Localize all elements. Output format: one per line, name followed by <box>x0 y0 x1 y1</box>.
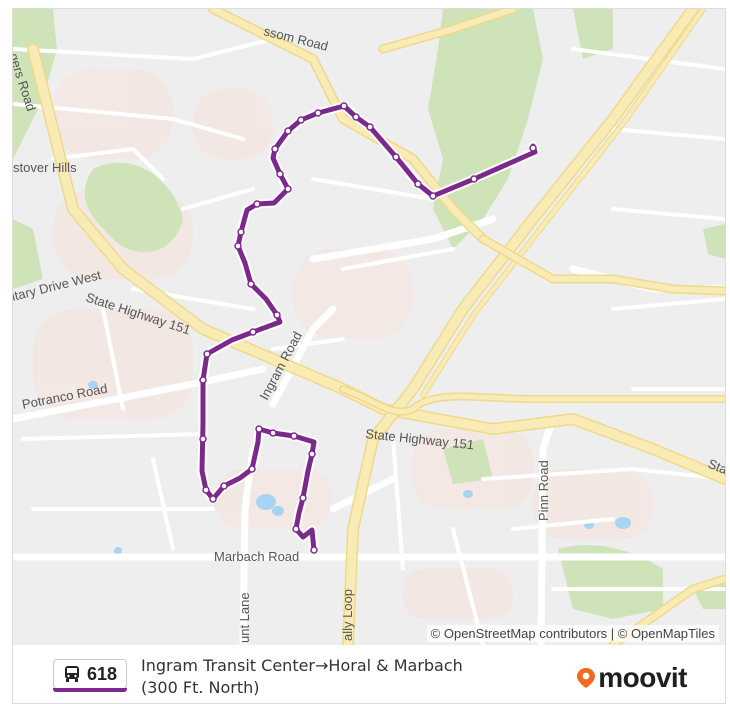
route-footer: 618 Ingram Transit Center→Horal & Marbac… <box>13 645 725 703</box>
residential-areas <box>33 69 653 619</box>
map-attribution[interactable]: © OpenStreetMap contributors | © OpenMap… <box>426 625 719 642</box>
route-stops[interactable] <box>199 102 537 554</box>
bus-icon <box>64 666 79 682</box>
route-618-path[interactable] <box>197 101 540 555</box>
label-westover-hills: stover Hills <box>13 160 77 175</box>
headsign-line-2: (300 Ft. North) <box>141 678 260 697</box>
map-widget: ssom Road gers Road stover Hills itary D… <box>12 8 726 704</box>
moovit-logo[interactable]: moovit <box>576 662 687 693</box>
route-badge[interactable]: 618 <box>53 659 127 692</box>
label-hunt-lane: unt Lane <box>237 592 252 643</box>
moovit-pin-icon <box>577 668 596 688</box>
label-loop: ally Loop <box>340 589 355 641</box>
highways <box>27 9 725 645</box>
headsign-line-1: Ingram Transit Center→Horal & Marbach <box>141 656 463 675</box>
label-pinn-road: Pinn Road <box>536 460 551 521</box>
route-number: 618 <box>86 663 118 684</box>
parks <box>13 9 725 619</box>
label-marbach-road: Marbach Road <box>214 549 299 564</box>
moovit-wordmark: moovit <box>598 662 687 693</box>
minor-streets <box>13 37 725 645</box>
route-headsign: Ingram Transit Center→Horal & Marbach (3… <box>141 655 561 699</box>
map-canvas[interactable]: ssom Road gers Road stover Hills itary D… <box>13 9 725 645</box>
